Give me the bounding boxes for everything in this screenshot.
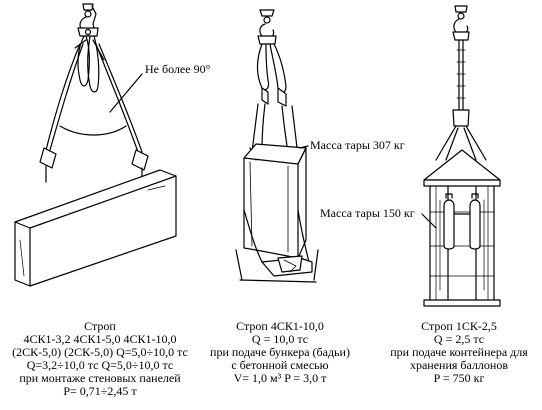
caption-left: Строп 4СК1-3,2 4СК1-5,0 4СК1-10,0 (2СК-5…: [0, 320, 200, 398]
caption-middle: Строп 4СК1-10,0 Q = 10,0 тс при подаче б…: [190, 320, 370, 385]
caption-line: (2СК-5,0) (2СК-5,0) Q=5,0÷10,0 тс: [12, 345, 188, 359]
angle-arc: [59, 125, 127, 136]
wall-panel: [14, 169, 177, 287]
caption-line: V= 1,0 м³ P = 3,0 т: [233, 371, 327, 385]
caption-line: Q=3,2÷10,0 тс Q=5,0÷10,0 тс: [26, 358, 174, 372]
crane-hook-right: [452, 5, 470, 41]
tare-mass-right: Масса тары 150 кг: [320, 206, 415, 220]
caption-line: Строп 1СК-2,5: [421, 319, 497, 333]
crane-hook-middle: [257, 9, 277, 45]
crane-hook-left: [77, 3, 99, 37]
caption-line: Q = 10,0 тс: [251, 332, 309, 346]
caption-line: при подаче контейнера для: [390, 345, 528, 359]
wall-panel-sling: [14, 3, 177, 287]
sling-chain-right: [435, 39, 487, 161]
angle-annotation-left: Не более 90°: [145, 62, 211, 76]
caption-right: Строп 1СК-2,5 Q = 2,5 тс при подаче конт…: [378, 320, 540, 385]
caption-line: Строп: [84, 319, 116, 333]
caption-line: при подаче бункера (бадьи): [210, 345, 350, 359]
caption-line: Строп 4СК1-10,0: [236, 319, 324, 333]
caption-line: с бетонной смесью: [231, 358, 329, 372]
bucket-sling: [235, 9, 319, 283]
caption-line: P= 0,71÷2,45 т: [63, 384, 137, 398]
sling-legs-left: [39, 43, 149, 185]
cylinder-container: [423, 149, 501, 307]
tare-mass-middle: Масса тары 307 кг: [310, 138, 405, 152]
annotation-leader-right: [421, 213, 437, 229]
caption-line: 4СК1-3,2 4СК1-5,0 4СК1-10,0: [23, 332, 177, 346]
caption-line: хранения баллонов: [409, 358, 509, 372]
caption-line: P = 750 кг: [433, 371, 485, 385]
container-sling: [421, 5, 501, 307]
concrete-bucket: [235, 143, 319, 283]
annotation-leader-left: [109, 73, 143, 113]
caption-line: Q = 2,5 тс: [433, 332, 485, 346]
caption-line: при монтаже стеновых панелей: [19, 371, 181, 385]
sling-chains-middle: [249, 43, 299, 161]
gas-cylinders: [443, 193, 481, 250]
annotation-leader-middle: [299, 145, 309, 149]
